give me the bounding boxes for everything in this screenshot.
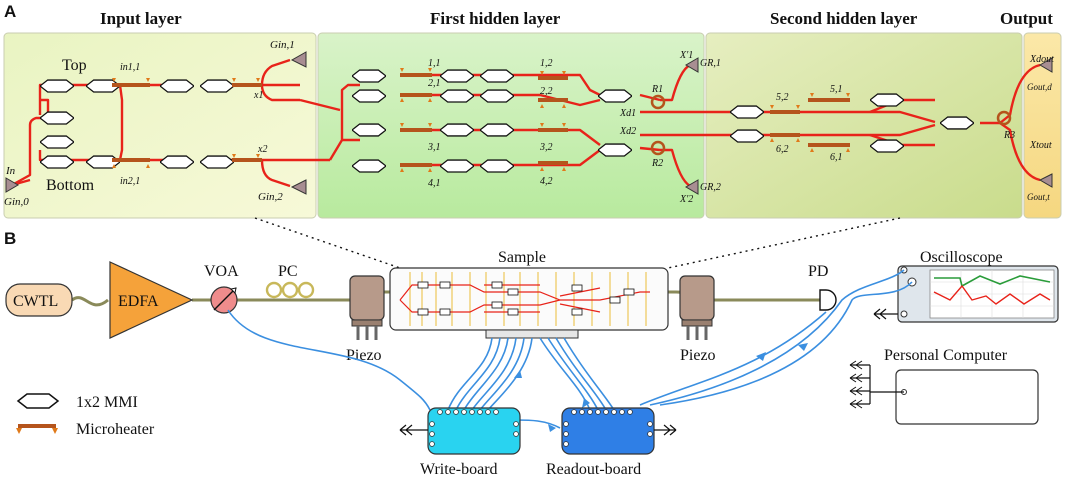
label-g-r2: GR,2 (700, 182, 721, 193)
oscilloscope-label: Oscilloscope (920, 249, 1003, 266)
label-h21: 2,1 (428, 78, 441, 89)
label-top: Top (62, 57, 87, 74)
label-r3: R3 (1003, 130, 1015, 141)
voa-label: VOA (204, 263, 239, 280)
cable-arrows (514, 343, 808, 432)
label-x1-d: Xd1 (619, 108, 636, 119)
sample-chip (389, 267, 669, 339)
label-xout-d: Xdout (1029, 54, 1054, 65)
personal-computer-label: Personal Computer (884, 347, 1008, 364)
label-h11: 1,1 (428, 58, 441, 69)
pd-label: PD (808, 263, 828, 280)
label-in21: in2,1 (120, 176, 140, 187)
label-r2: R2 (651, 158, 663, 169)
label-x2-prime: X′2 (679, 194, 693, 205)
label-bottom: Bottom (46, 177, 95, 194)
readout-board (561, 407, 655, 455)
label-x2: x2 (257, 144, 267, 155)
input-layer-region (3, 32, 317, 219)
polarization-controller (265, 281, 315, 299)
write-board-connector (399, 424, 428, 436)
oscilloscope (897, 265, 1059, 323)
label-xout-t: Xtout (1029, 140, 1052, 151)
first-hidden-layer-title: First hidden layer (430, 9, 561, 28)
legend-mmi-icon (17, 393, 59, 409)
label-h32: 3,2 (539, 142, 553, 153)
readout-board-label: Readout-board (546, 461, 641, 478)
label-x1-prime: X′1 (679, 50, 693, 61)
first-hidden-layer-region (317, 32, 705, 219)
pc-label: PC (278, 263, 298, 280)
label-h42: 4,2 (540, 176, 553, 187)
piezo-left (349, 275, 385, 340)
second-hidden-layer-title: Second hidden layer (770, 9, 918, 28)
edfa-amplifier (109, 261, 194, 339)
label-g-out-d: Gout,d (1027, 82, 1052, 92)
label-in: In (5, 165, 16, 177)
label-in11: in1,1 (120, 62, 140, 73)
output-layer-region (1023, 32, 1062, 219)
label-g-in2: Gin,2 (258, 191, 283, 203)
label-r1: R1 (651, 84, 663, 95)
ring-resonators (650, 94, 1012, 156)
photodetector (819, 289, 837, 311)
sample-label: Sample (498, 249, 546, 266)
legend-heater-label: Microheater (76, 421, 155, 438)
oscilloscope-connector (873, 308, 898, 320)
panel-a-labels: Top Bottom In Gin,0 Gin,1 Gin,2 in1,1 in… (4, 39, 1054, 208)
label-g-in1: Gin,1 (270, 39, 295, 51)
label-g-r1: GR,1 (700, 58, 721, 69)
label-h51: 5,1 (830, 84, 843, 95)
label-h41: 4,1 (428, 178, 441, 189)
voa-arrow (213, 287, 237, 311)
label-x2-d: Xd2 (619, 126, 636, 137)
label-x1: x1 (253, 90, 263, 101)
legend: 1x2 MMI Microheater (16, 393, 155, 438)
edfa-label: EDFA (118, 293, 159, 310)
panel-b-letter: B (4, 229, 16, 248)
label-h62: 6,2 (776, 144, 789, 155)
label-h22: 2,2 (540, 86, 553, 97)
label-h61: 6,1 (830, 152, 843, 163)
readout-board-connector (654, 424, 677, 436)
zoom-lines (254, 217, 901, 269)
input-layer-title: Input layer (100, 9, 182, 28)
label-h52: 5,2 (776, 92, 789, 103)
label-g-in0: Gin,0 (4, 196, 29, 208)
piezo-right-label: Piezo (680, 347, 716, 364)
label-g-out-t: Gout,t (1027, 192, 1050, 202)
piezo-left-label: Piezo (346, 347, 382, 364)
microheaters-a (112, 73, 850, 167)
grating-couplers (5, 51, 1053, 195)
personal-computer (849, 360, 1039, 425)
legend-mmi-label: 1x2 MMI (76, 394, 138, 411)
cwtl-label: CWTL (13, 293, 58, 310)
write-board (427, 407, 521, 455)
piezo-right (679, 275, 715, 340)
second-hidden-layer-region (705, 32, 1023, 219)
panel-a-letter: A (4, 2, 16, 21)
cwtl-laser (5, 283, 73, 317)
write-board-label: Write-board (420, 461, 498, 478)
label-h12: 1,2 (540, 58, 553, 69)
output-layer-title: Output (1000, 9, 1053, 28)
label-h31: 3,1 (427, 142, 441, 153)
